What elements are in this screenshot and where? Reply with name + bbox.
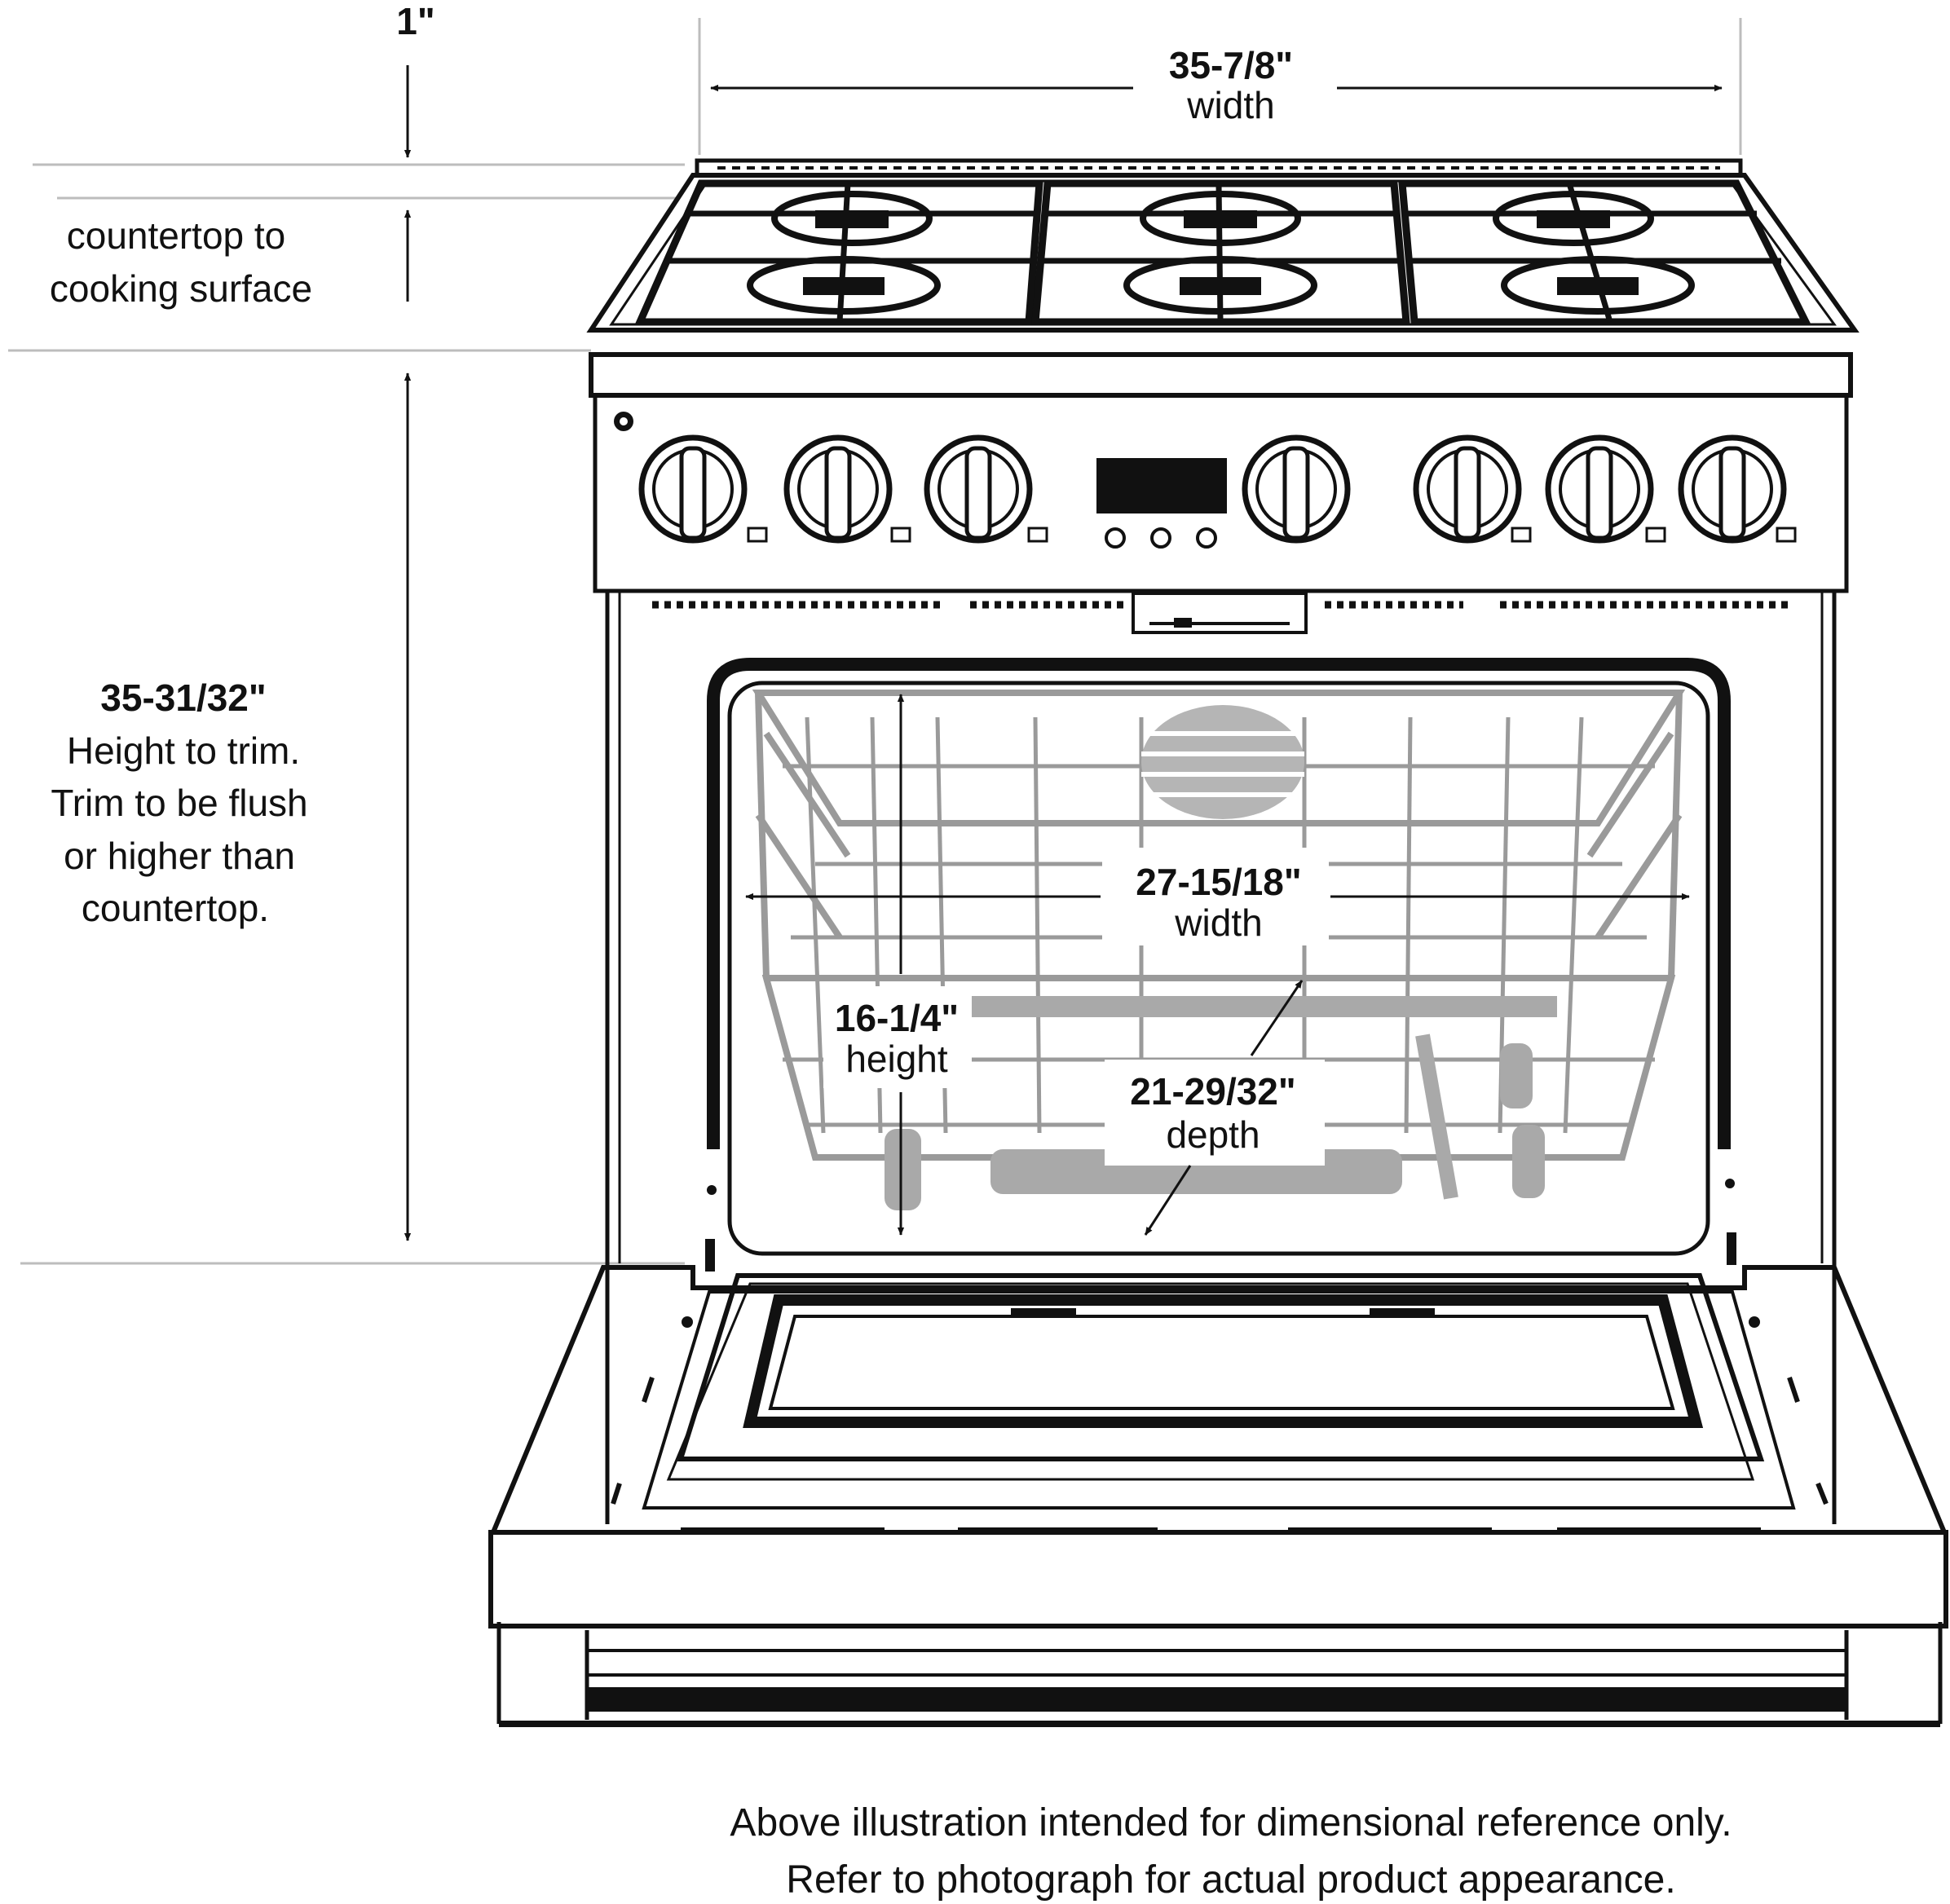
convection-fan <box>1141 705 1304 819</box>
control-display <box>1096 458 1227 549</box>
height-to-trim-line1: Height to trim. <box>67 729 300 772</box>
counter-to-surface-line2: cooking surface <box>50 267 312 310</box>
oven-depth-value: 21-29/32" <box>1130 1070 1295 1113</box>
dimension-oven-width: 27-15/18" width <box>745 848 1690 945</box>
oven-depth-label: depth <box>1166 1113 1260 1156</box>
reference-lines <box>8 18 1742 1265</box>
height-to-trim-line3: or higher than <box>64 835 295 877</box>
oven-width-label: width <box>1174 901 1262 944</box>
overall-width-value: 35-7/8" <box>1169 44 1293 86</box>
cooktop-grates <box>586 173 1860 333</box>
dimension-counter-to-surface: countertop to cooking surface <box>50 209 412 310</box>
disclaimer-line1: Above illustration intended for dimensio… <box>730 1801 1732 1844</box>
oven-height-label: height <box>845 1038 948 1080</box>
oven-width-value: 27-15/18" <box>1136 861 1301 903</box>
control-knobs <box>638 434 1797 544</box>
top-gap-value: 1" <box>396 0 435 42</box>
dimension-oven-depth: 21-29/32" depth <box>1105 980 1325 1236</box>
disclaimer-line2: Refer to photograph for actual product a… <box>786 1858 1675 1902</box>
oven-door <box>488 1265 1948 1727</box>
oven-height-value: 16-1/4" <box>835 997 959 1039</box>
dimension-overall-width: 35-7/8" width <box>710 44 1723 126</box>
counter-to-surface-line1: countertop to <box>67 214 286 257</box>
disclaimer: Above illustration intended for dimensio… <box>730 1801 1732 1902</box>
height-to-trim-value: 35-31/32" <box>100 677 266 719</box>
overall-width-label: width <box>1186 84 1274 126</box>
dimension-top-gap: 1" <box>396 0 435 158</box>
height-to-trim-line2: Trim to be flush <box>51 782 307 824</box>
height-to-trim-line4: countertop. <box>82 887 269 929</box>
dimension-height-to-trim: 35-31/32" Height to trim. Trim to be flu… <box>51 372 412 1241</box>
dimension-oven-height: 16-1/4" height <box>823 694 972 1236</box>
